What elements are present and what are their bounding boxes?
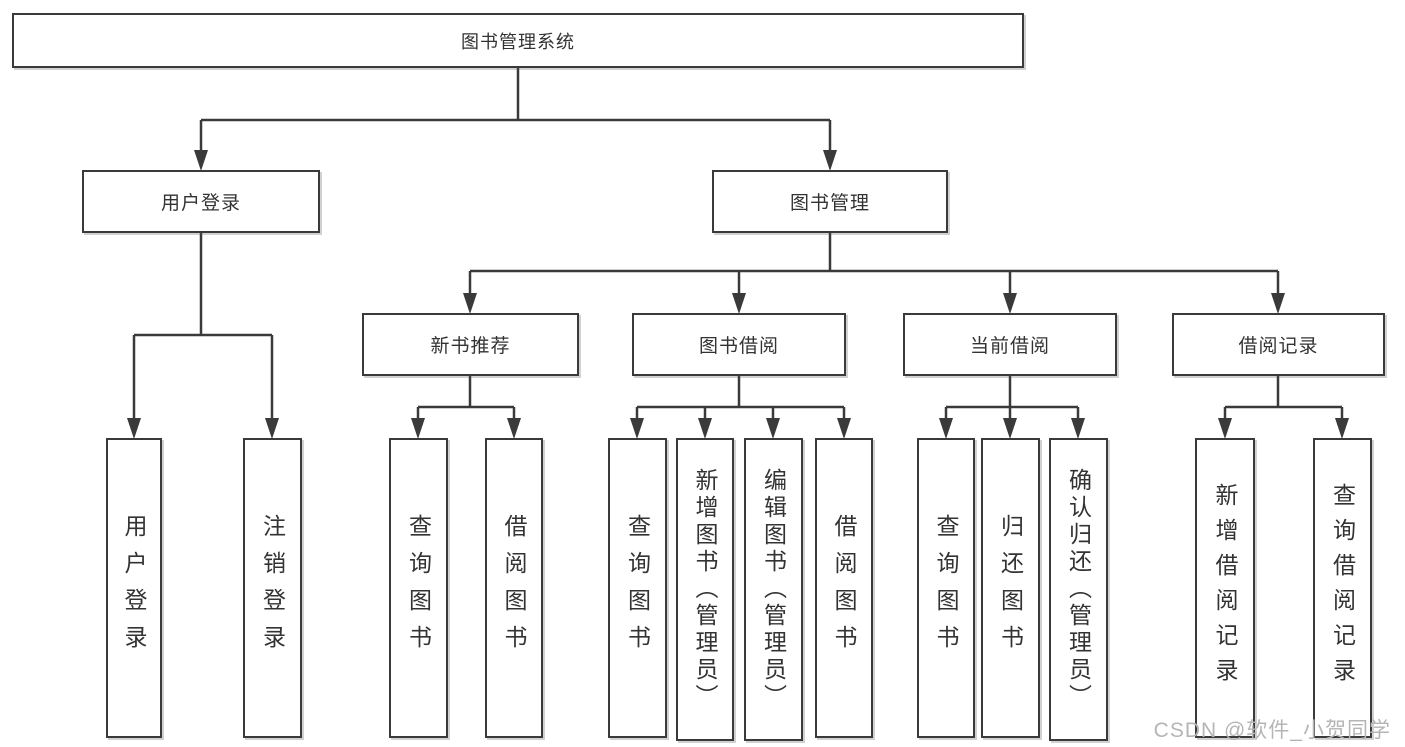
leaf-user-login-label: 用户登录 bbox=[121, 514, 147, 662]
node-book-mgmt: 图书管理 bbox=[712, 170, 948, 233]
leaf-bb-query: 查询图书 bbox=[608, 438, 667, 738]
leaf-logout: 注销登录 bbox=[243, 438, 302, 738]
leaf-user-login: 用户登录 bbox=[106, 438, 162, 738]
node-borrow-records: 借阅记录 bbox=[1172, 313, 1385, 376]
csdn-watermark: CSDN @软件_小贺同学 bbox=[1153, 719, 1391, 742]
leaf-cb-confirm-label: 确认归还（管理员） bbox=[1065, 468, 1092, 711]
leaf-bb-borrow-label: 借阅图书 bbox=[831, 514, 857, 662]
node-book-mgmt-label: 图书管理 bbox=[789, 193, 870, 214]
leaf-br-add-label: 新增借阅记录 bbox=[1212, 483, 1238, 693]
leaf-br-query: 查询借阅记录 bbox=[1313, 438, 1372, 738]
leaf-bb-add-label: 新增图书（管理员） bbox=[692, 468, 718, 711]
connector-user-login-to-leaves bbox=[132, 233, 274, 421]
leaf-nbr-borrow: 借阅图书 bbox=[485, 438, 543, 738]
leaf-bb-query-label: 查询图书 bbox=[624, 514, 651, 662]
node-new-book-rec: 新书推荐 bbox=[362, 313, 579, 376]
leaf-cb-query: 查询图书 bbox=[917, 438, 975, 738]
leaf-nbr-query-label: 查询图书 bbox=[405, 514, 432, 662]
node-user-login-label: 用户登录 bbox=[160, 193, 241, 214]
node-book-borrow-label: 图书借阅 bbox=[698, 336, 779, 357]
node-new-book-rec-label: 新书推荐 bbox=[430, 336, 511, 357]
node-borrow-records-label: 借阅记录 bbox=[1238, 336, 1319, 357]
node-current-borrow: 当前借阅 bbox=[903, 313, 1117, 376]
connector-book-borrow-to-leaves bbox=[635, 376, 846, 421]
node-root: 图书管理系统 bbox=[12, 13, 1024, 68]
leaf-cb-query-label: 查询图书 bbox=[933, 514, 959, 662]
leaf-br-add: 新增借阅记录 bbox=[1195, 438, 1255, 738]
leaf-cb-return: 归还图书 bbox=[981, 438, 1040, 738]
node-current-borrow-label: 当前借阅 bbox=[969, 336, 1050, 357]
node-book-borrow: 图书借阅 bbox=[632, 313, 846, 376]
connector-current-borrow-to-leaves bbox=[944, 376, 1080, 421]
leaf-bb-borrow: 借阅图书 bbox=[815, 438, 873, 738]
node-root-label: 图书管理系统 bbox=[461, 31, 575, 52]
connector-book-mgmt-to-level3 bbox=[468, 233, 1280, 296]
leaf-nbr-borrow-label: 借阅图书 bbox=[501, 514, 527, 662]
leaf-cb-confirm: 确认归还（管理员） bbox=[1049, 438, 1108, 741]
leaf-bb-edit-label: 编辑图书（管理员） bbox=[760, 468, 787, 711]
leaf-br-query-label: 查询借阅记录 bbox=[1329, 483, 1356, 693]
leaf-nbr-query: 查询图书 bbox=[389, 438, 448, 738]
leaf-bb-add: 新增图书（管理员） bbox=[676, 438, 734, 741]
node-user-login: 用户登录 bbox=[82, 170, 320, 233]
connector-root-to-level2 bbox=[199, 68, 832, 153]
leaf-logout-label: 注销登录 bbox=[259, 514, 286, 662]
connector-borrow-records-to-leaves bbox=[1223, 376, 1344, 421]
connector-new-book-rec-to-leaves bbox=[416, 376, 516, 421]
leaf-cb-return-label: 归还图书 bbox=[997, 514, 1024, 662]
leaf-bb-edit: 编辑图书（管理员） bbox=[744, 438, 803, 741]
